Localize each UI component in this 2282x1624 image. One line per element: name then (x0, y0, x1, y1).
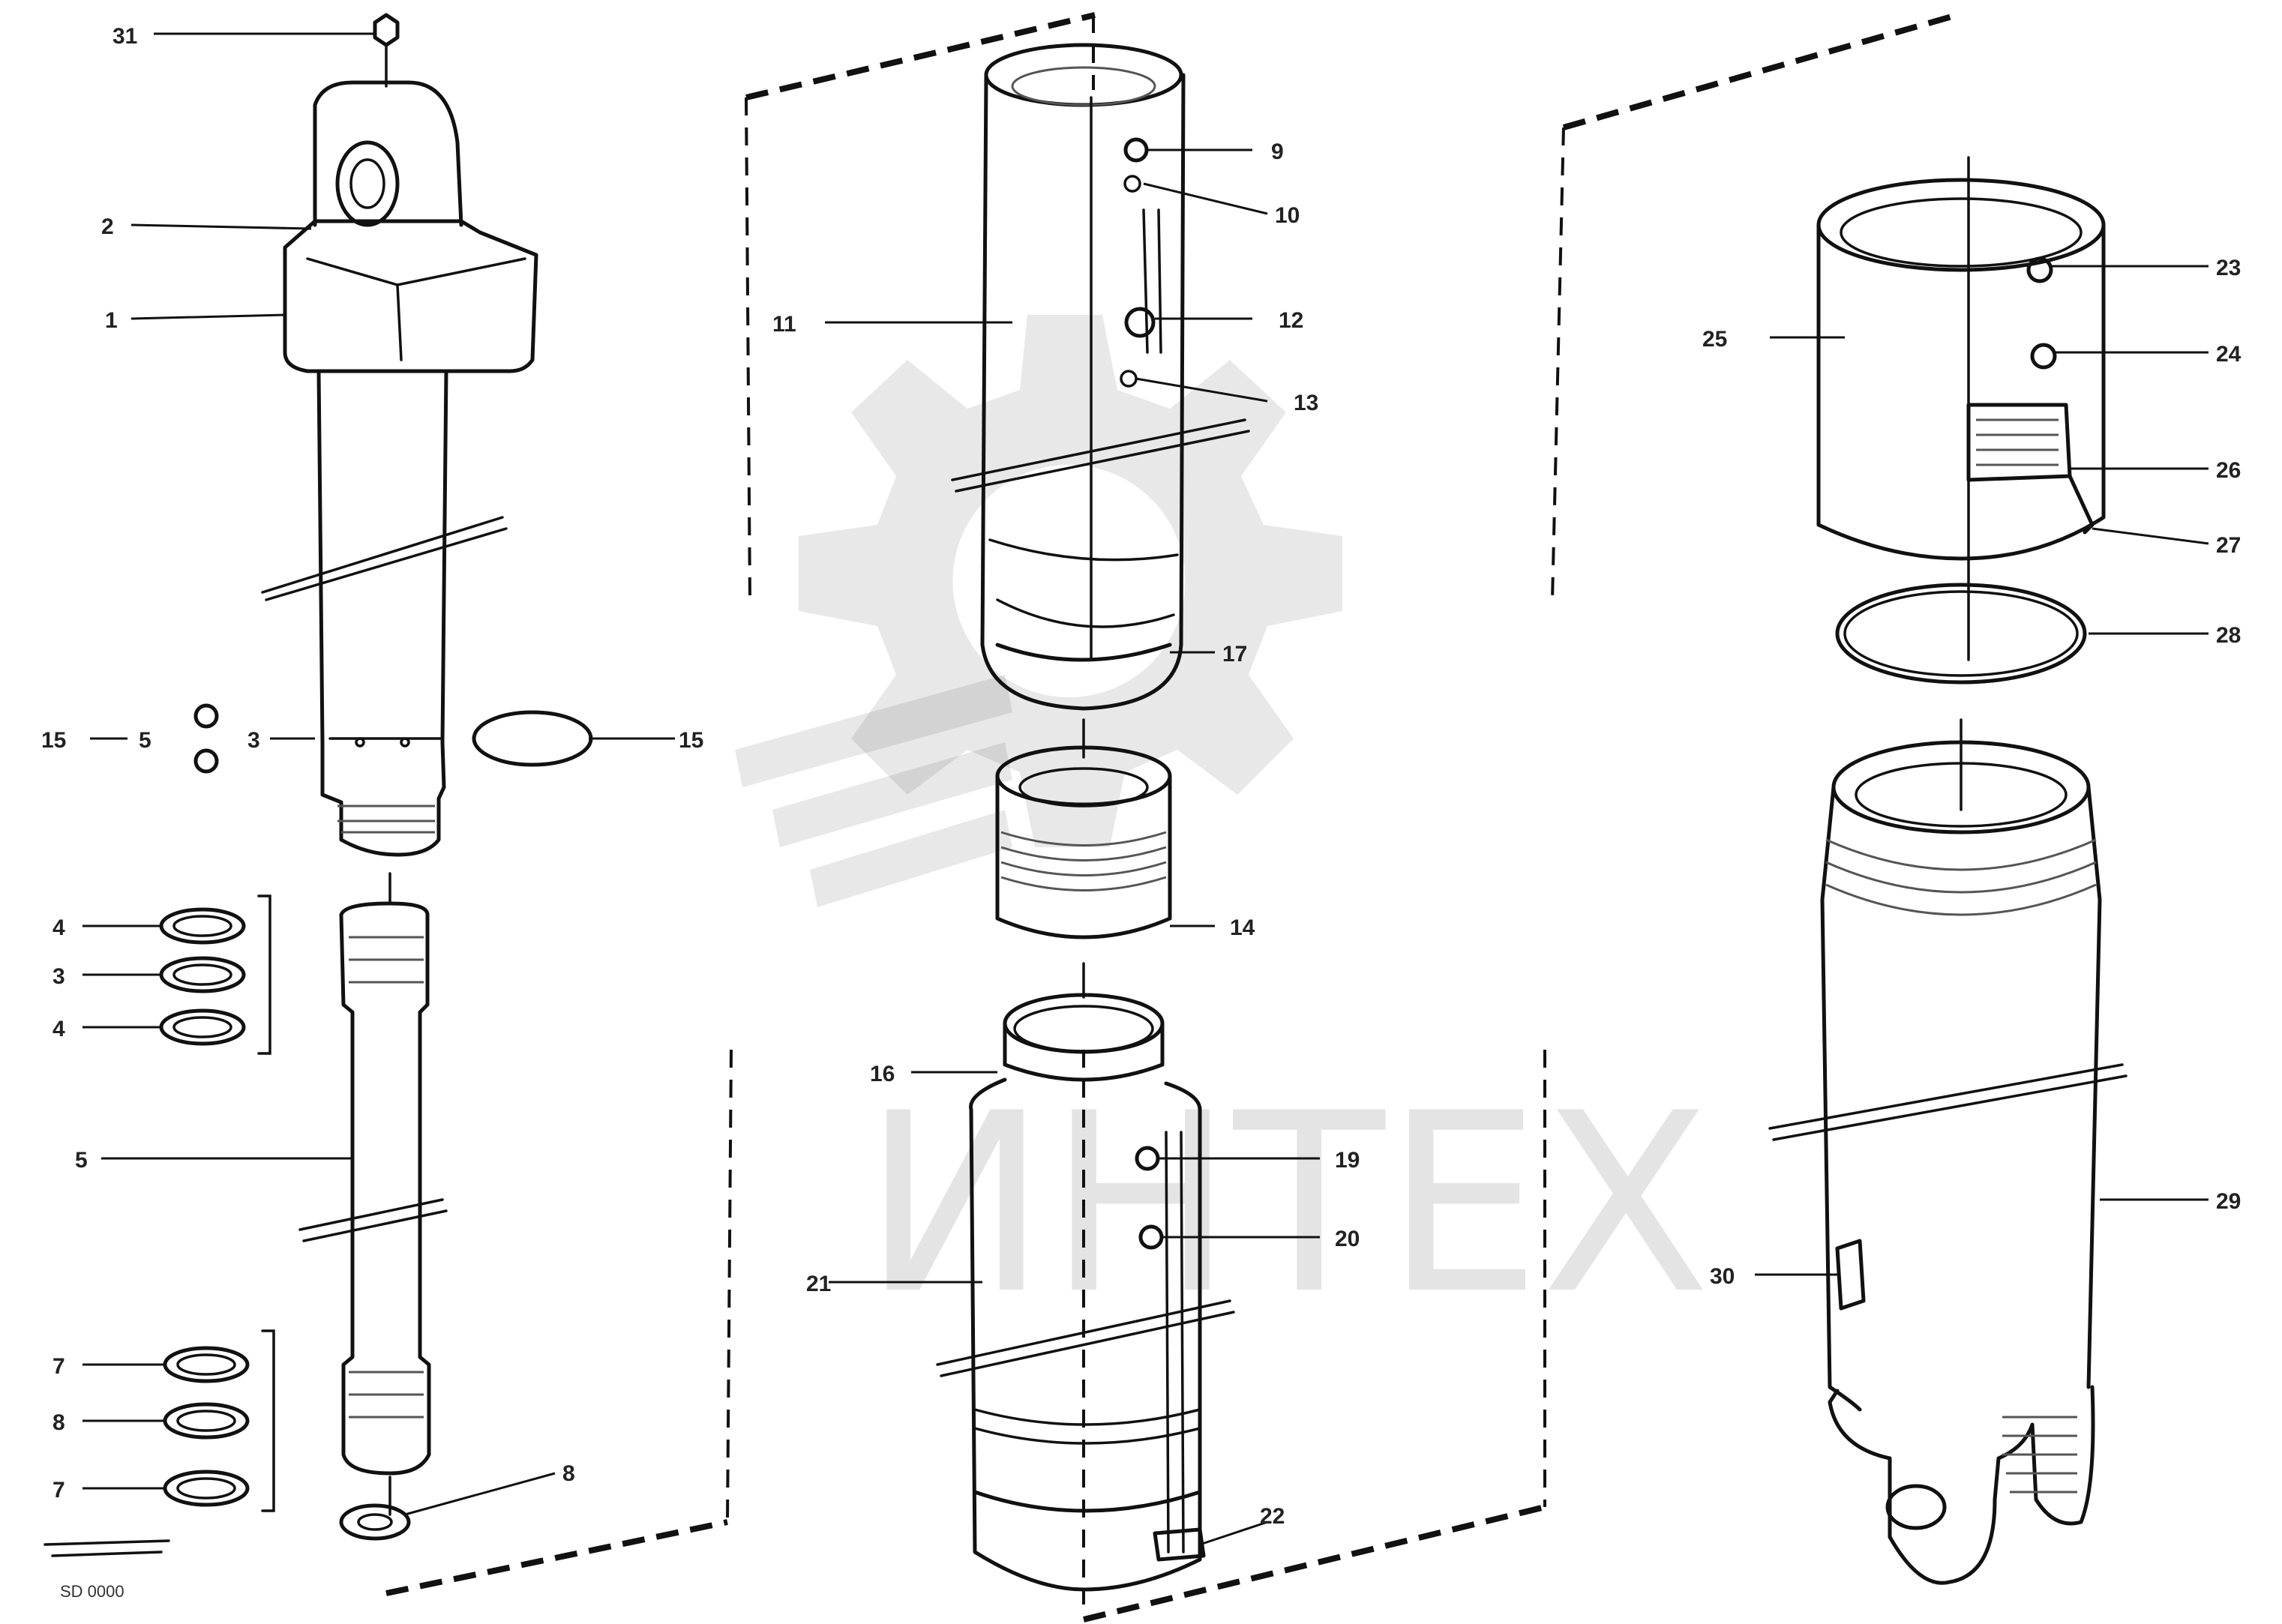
label-10: 10 (1275, 203, 1300, 228)
label-25: 25 (1702, 327, 1727, 352)
label-5-left: 5 (139, 728, 151, 753)
watermark-gear-logo (735, 315, 1342, 907)
label-22: 22 (1260, 1504, 1285, 1529)
label-27: 27 (2216, 533, 2241, 558)
part-labels: 31 2 1 15 5 3 15 4 3 4 5 7 8 7 8 9 10 11… (41, 24, 2242, 1529)
label-15-right: 15 (679, 728, 703, 753)
part-barrel-lower-21 (936, 1077, 1235, 1592)
part-outer-tube-29 (1768, 718, 2128, 1585)
label-14: 14 (1230, 915, 1255, 940)
label-3-left: 3 (247, 728, 260, 753)
part-seal-rings-7-8-7 (163, 1329, 275, 1512)
label-19: 19 (1335, 1148, 1360, 1173)
label-24: 24 (2216, 342, 2242, 367)
drawing-code: SD 0000 (60, 1582, 124, 1601)
part-top-nut-31 (373, 13, 400, 88)
label-21: 21 (806, 1272, 831, 1296)
drawing-stamp: SD 0000 (43, 1539, 170, 1601)
label-7-bottom: 7 (52, 1478, 65, 1503)
label-26: 26 (2216, 458, 2241, 483)
label-1: 1 (105, 308, 118, 333)
label-9: 9 (1271, 139, 1284, 164)
part-guide-ring-16 (1003, 962, 1165, 1082)
assembly-frame-right (1083, 12, 1959, 1623)
part-seal-rings-4-3-4 (159, 894, 271, 1055)
part-sleeve-25 (1816, 156, 2106, 661)
label-12: 12 (1279, 308, 1303, 333)
label-8-nut: 8 (562, 1461, 575, 1486)
label-15-left: 15 (41, 728, 66, 753)
watermark-text: ИНТЕХ (862, 1060, 1711, 1348)
part-small-rings-3 (193, 703, 219, 774)
label-20: 20 (1335, 1227, 1360, 1251)
label-4-top: 4 (52, 915, 65, 940)
label-11: 11 (772, 312, 796, 337)
label-30: 30 (1710, 1264, 1735, 1289)
part-barrel-upper-11 (951, 43, 1250, 711)
label-17: 17 (1222, 642, 1247, 667)
part-nut-8 (339, 1503, 411, 1541)
part-rod-eye-head (261, 80, 538, 857)
label-5: 5 (75, 1148, 88, 1173)
label-7-top: 7 (52, 1354, 65, 1379)
label-8-mid: 8 (52, 1410, 65, 1435)
label-28: 28 (2216, 623, 2241, 648)
label-2: 2 (101, 214, 114, 239)
leader-lines (82, 32, 2209, 1546)
label-23: 23 (2216, 256, 2241, 280)
part-o-ring-28 (1835, 583, 2087, 685)
label-16: 16 (870, 1062, 895, 1086)
label-29: 29 (2216, 1189, 2241, 1214)
label-13: 13 (1294, 391, 1318, 415)
label-4-bottom: 4 (52, 1017, 65, 1041)
part-o-ring-15 (472, 710, 593, 767)
label-31: 31 (112, 24, 137, 49)
label-3: 3 (52, 964, 65, 989)
part-piston-rod-5 (298, 872, 448, 1516)
part-piston-14 (995, 718, 1172, 939)
